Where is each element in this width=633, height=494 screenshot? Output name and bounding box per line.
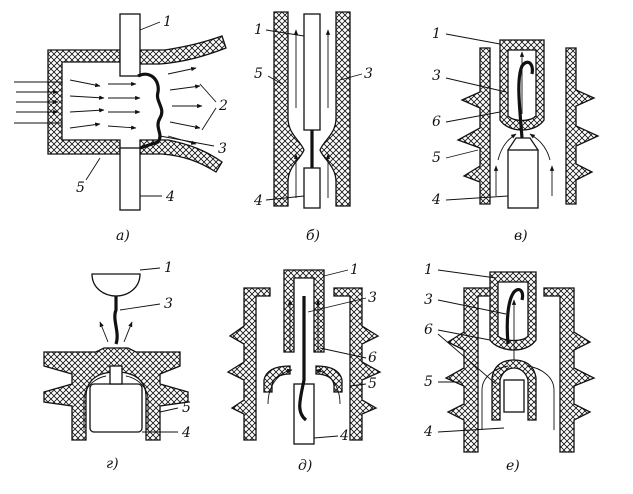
insulator-left bbox=[226, 287, 271, 441]
tube-wall-left bbox=[273, 11, 305, 207]
arc-3 bbox=[505, 288, 525, 345]
label-1: 1 bbox=[164, 260, 173, 276]
label-4: 4 bbox=[339, 428, 349, 444]
caption-a: а) bbox=[116, 228, 130, 244]
tube-wall-right bbox=[319, 11, 351, 207]
electrode-1 bbox=[91, 273, 141, 297]
nozzle-6-upper bbox=[283, 269, 325, 353]
electrode-4 bbox=[507, 149, 539, 209]
electrode-4-tip bbox=[507, 137, 539, 151]
label-3: 3 bbox=[164, 296, 173, 312]
caption-b: б) bbox=[306, 228, 320, 244]
gas-flow-arrows bbox=[267, 299, 341, 405]
caption-g: г) bbox=[106, 456, 119, 472]
electrode-4 bbox=[503, 379, 525, 413]
label-4: 4 bbox=[181, 425, 191, 441]
label-3: 3 bbox=[368, 290, 377, 306]
label-1: 1 bbox=[350, 262, 359, 278]
chamber-bottom-wall bbox=[139, 139, 223, 173]
label-5: 5 bbox=[368, 376, 377, 392]
panel-a: 1 2 3 4 5 а) bbox=[14, 13, 228, 244]
electrode-4 bbox=[293, 383, 315, 445]
arc-3 bbox=[137, 72, 164, 150]
label-3: 3 bbox=[218, 141, 227, 157]
label-5: 5 bbox=[432, 150, 441, 166]
label-3: 3 bbox=[432, 68, 441, 84]
panel-g: 1 3 5 4 г) bbox=[43, 260, 191, 472]
label-5: 5 bbox=[424, 374, 433, 390]
label-1: 1 bbox=[432, 26, 441, 42]
gas-flow-arrows bbox=[83, 321, 149, 430]
electrode-4 bbox=[89, 383, 143, 433]
electrode-4 bbox=[119, 147, 141, 211]
nozzle-6 bbox=[489, 271, 537, 351]
label-2: 2 bbox=[218, 98, 228, 114]
arc-3 bbox=[113, 296, 119, 345]
label-6: 6 bbox=[368, 350, 377, 366]
electrode-4-tip bbox=[109, 365, 123, 385]
label-4: 4 bbox=[253, 193, 263, 209]
insulator-right bbox=[543, 287, 596, 453]
label-4: 4 bbox=[431, 192, 441, 208]
chamber-wall-5 bbox=[47, 49, 121, 155]
arc-3 bbox=[298, 296, 308, 422]
caption-e: е) bbox=[506, 458, 520, 474]
insulator-right bbox=[565, 47, 600, 205]
label-3: 3 bbox=[364, 66, 373, 82]
electrode-1 bbox=[119, 13, 141, 77]
gas-flow-arrows bbox=[293, 29, 331, 198]
gas-flow-arrows bbox=[16, 66, 203, 145]
label-6: 6 bbox=[432, 114, 441, 130]
caption-v: в) bbox=[514, 228, 528, 244]
insulator-left bbox=[456, 47, 491, 205]
caption-d: д) bbox=[298, 458, 312, 474]
gas-flow-arrows bbox=[493, 51, 555, 196]
electrode-1 bbox=[303, 13, 321, 131]
panel-b: 1 5 3 4 б) bbox=[253, 11, 373, 244]
label-4: 4 bbox=[423, 424, 433, 440]
panel-d: 1 3 6 5 4 д) bbox=[226, 262, 382, 474]
panel-v: 1 3 6 5 4 в) bbox=[431, 26, 600, 244]
electrode-4-shield bbox=[491, 359, 537, 421]
label-5: 5 bbox=[182, 400, 191, 416]
panel-e: 1 3 6 5 4 е) bbox=[423, 262, 596, 474]
label-4: 4 bbox=[165, 189, 175, 205]
label-1: 1 bbox=[254, 22, 263, 38]
label-1: 1 bbox=[163, 14, 172, 30]
electrode-4 bbox=[303, 167, 321, 209]
label-5: 5 bbox=[76, 180, 85, 196]
gas-flow-arrows bbox=[481, 299, 555, 430]
chamber-top-wall bbox=[139, 35, 227, 65]
insulator-left bbox=[444, 287, 493, 453]
label-1: 1 bbox=[424, 262, 433, 278]
label-3: 3 bbox=[424, 292, 433, 308]
label-5: 5 bbox=[254, 66, 263, 82]
label-6: 6 bbox=[424, 322, 433, 338]
insulator-right bbox=[333, 287, 382, 441]
